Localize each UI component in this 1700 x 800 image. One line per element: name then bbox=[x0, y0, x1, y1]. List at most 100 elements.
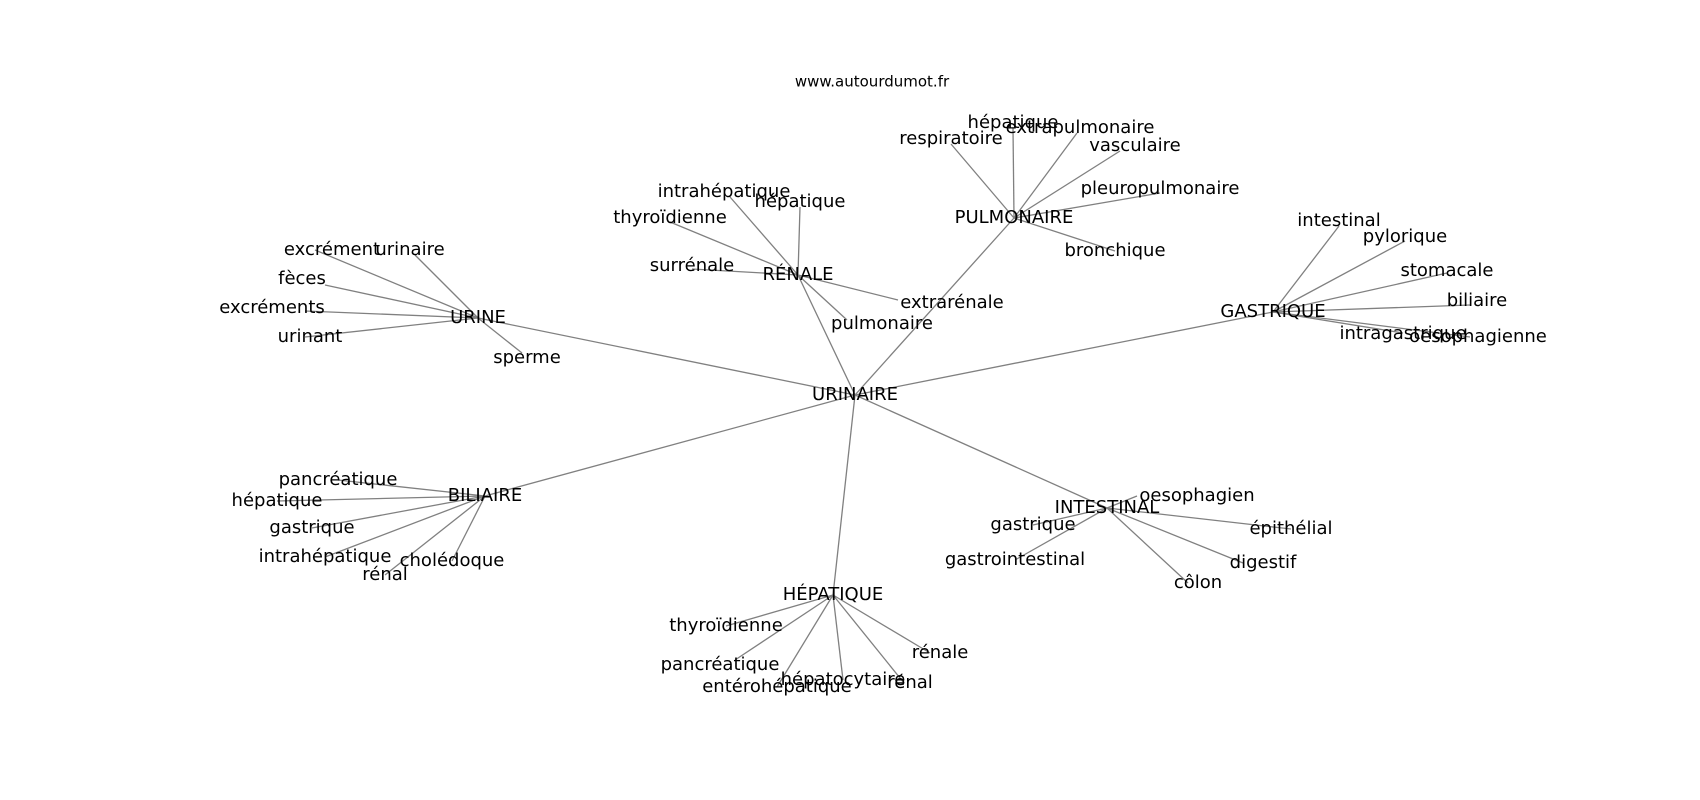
edge-hub-leaf bbox=[276, 495, 486, 502]
edge-hub-leaf bbox=[1272, 311, 1404, 334]
leaf-node[interactable]: gastrique bbox=[269, 517, 354, 538]
edge-hub-leaf bbox=[797, 274, 848, 321]
edge-hub-leaf bbox=[1272, 272, 1448, 313]
leaf-node[interactable]: gastrique bbox=[990, 514, 1075, 535]
edge-hub-leaf bbox=[451, 495, 486, 562]
hub-node[interactable]: RÉNALE bbox=[762, 263, 833, 285]
leaf-node[interactable]: pancréatique bbox=[279, 469, 398, 490]
edge-center-hub bbox=[484, 394, 856, 497]
leaf-node[interactable]: bronchique bbox=[1064, 240, 1165, 261]
edge-hub-leaf bbox=[734, 594, 834, 661]
edge-hub-leaf bbox=[1013, 217, 1116, 252]
edge-center-hub bbox=[854, 311, 1274, 396]
leaf-node[interactable]: rénal bbox=[362, 564, 408, 585]
leaf-node[interactable]: intestinal bbox=[1297, 210, 1380, 231]
leaf-node[interactable]: extrapulmonaire bbox=[1006, 117, 1155, 138]
edge-center-hub bbox=[797, 274, 856, 396]
edge-hub-leaf bbox=[1106, 507, 1189, 584]
leaf-node[interactable]: urinant bbox=[278, 326, 343, 347]
leaf-node[interactable]: intragastrique bbox=[1339, 323, 1466, 344]
leaf-node[interactable]: gastrointestinal bbox=[945, 549, 1085, 570]
edge-hub-leaf bbox=[1013, 132, 1078, 219]
edge-hub-leaf bbox=[1012, 127, 1015, 219]
edge-hub-leaf bbox=[1272, 225, 1340, 313]
leaf-node[interactable]: oesophagienne bbox=[1409, 326, 1547, 347]
leaf-node[interactable]: oesophagien bbox=[1139, 485, 1254, 506]
edge-center-hub bbox=[832, 394, 856, 596]
leaf-node[interactable]: cholédoque bbox=[400, 550, 505, 571]
leaf-node[interactable]: pylorique bbox=[1363, 226, 1447, 247]
edge-hub-leaf bbox=[725, 594, 834, 627]
edge-hub-leaf bbox=[669, 221, 799, 276]
hub-node[interactable]: URINE bbox=[450, 307, 506, 328]
leaf-node[interactable]: rénale bbox=[912, 642, 969, 663]
edge-center-hub bbox=[477, 317, 856, 396]
leaf-node[interactable]: stomacale bbox=[1400, 260, 1493, 281]
edge-hub-leaf bbox=[950, 143, 1015, 219]
edge-hub-leaf bbox=[314, 249, 479, 319]
leaf-node[interactable]: côlon bbox=[1174, 572, 1222, 593]
hub-node[interactable]: HÉPATIQUE bbox=[783, 583, 884, 605]
leaf-node[interactable]: pancréatique bbox=[661, 654, 780, 675]
leaf-node[interactable]: excrément bbox=[284, 239, 380, 260]
edge-hub-leaf bbox=[477, 317, 523, 354]
edge-hub-leaf bbox=[304, 310, 479, 319]
leaf-node[interactable]: hépatique bbox=[755, 191, 846, 212]
edge-hub-leaf bbox=[797, 206, 801, 276]
leaf-node[interactable]: pulmonaire bbox=[831, 313, 933, 334]
edge-hub-leaf bbox=[304, 317, 479, 338]
edge-hub-leaf bbox=[1014, 507, 1108, 561]
center-node[interactable]: URINAIRE bbox=[812, 384, 898, 405]
leaf-node[interactable]: biliaire bbox=[1447, 290, 1508, 311]
leaf-node[interactable]: épithélial bbox=[1249, 518, 1332, 539]
edge-hub-leaf bbox=[324, 495, 486, 558]
edge-hub-leaf bbox=[324, 284, 479, 319]
leaf-node[interactable]: pleuropulmonaire bbox=[1081, 178, 1240, 199]
hub-node[interactable]: BILIAIRE bbox=[448, 485, 523, 506]
edge-hub-leaf bbox=[797, 274, 899, 301]
leaf-node[interactable]: excréments bbox=[219, 297, 325, 318]
graph-edges bbox=[276, 127, 1471, 688]
leaf-node[interactable]: intrahépatique bbox=[658, 181, 791, 202]
hub-node[interactable]: INTESTINAL bbox=[1055, 497, 1160, 518]
edge-center-hub bbox=[854, 217, 1015, 396]
edge-hub-leaf bbox=[1013, 150, 1121, 219]
leaf-node[interactable]: fèces bbox=[278, 268, 326, 289]
leaf-node[interactable]: digestif bbox=[1230, 552, 1297, 573]
leaf-node[interactable]: hépatique bbox=[232, 490, 323, 511]
edge-hub-leaf bbox=[384, 495, 486, 576]
edge-hub-leaf bbox=[311, 495, 486, 529]
leaf-node[interactable]: extrarénale bbox=[900, 292, 1004, 313]
edge-hub-leaf bbox=[832, 594, 905, 684]
edge-hub-leaf bbox=[1013, 192, 1161, 219]
leaf-node[interactable]: thyroïdienne bbox=[613, 207, 727, 228]
edge-hub-leaf bbox=[1272, 240, 1406, 313]
leaf-node[interactable]: respiratoire bbox=[899, 128, 1002, 149]
edge-hub-leaf bbox=[1272, 311, 1471, 338]
edge-hub-leaf bbox=[832, 594, 844, 681]
leaf-node[interactable]: sperme bbox=[493, 347, 561, 368]
leaf-node[interactable]: rénal bbox=[887, 672, 933, 693]
leaf-node[interactable]: thyroïdienne bbox=[669, 615, 783, 636]
edge-hub-leaf bbox=[832, 594, 931, 654]
edge-hub-leaf bbox=[414, 254, 479, 319]
leaf-node[interactable]: hépatique bbox=[968, 112, 1059, 133]
leaf-node[interactable]: surrénale bbox=[650, 255, 734, 276]
edge-hub-leaf bbox=[1106, 507, 1244, 564]
edge-hub-leaf bbox=[337, 479, 486, 497]
leaf-node[interactable]: urinaire bbox=[375, 239, 444, 260]
leaf-node[interactable]: intrahépatique bbox=[259, 546, 392, 567]
hub-node[interactable]: PULMONAIRE bbox=[955, 207, 1074, 228]
leaf-node[interactable]: vasculaire bbox=[1089, 135, 1180, 156]
leaf-node[interactable]: entérohépatique bbox=[702, 676, 852, 697]
edge-hub-leaf bbox=[1106, 507, 1292, 530]
hub-node[interactable]: GASTRIQUE bbox=[1220, 301, 1325, 322]
leaf-node[interactable]: hépatocytaire bbox=[781, 669, 906, 690]
edge-hub-leaf bbox=[776, 594, 834, 688]
edge-hub-leaf bbox=[1032, 507, 1108, 526]
edge-center-hub bbox=[854, 394, 1108, 509]
edge-hub-leaf bbox=[691, 268, 799, 276]
edge-hub-leaf bbox=[729, 196, 799, 276]
